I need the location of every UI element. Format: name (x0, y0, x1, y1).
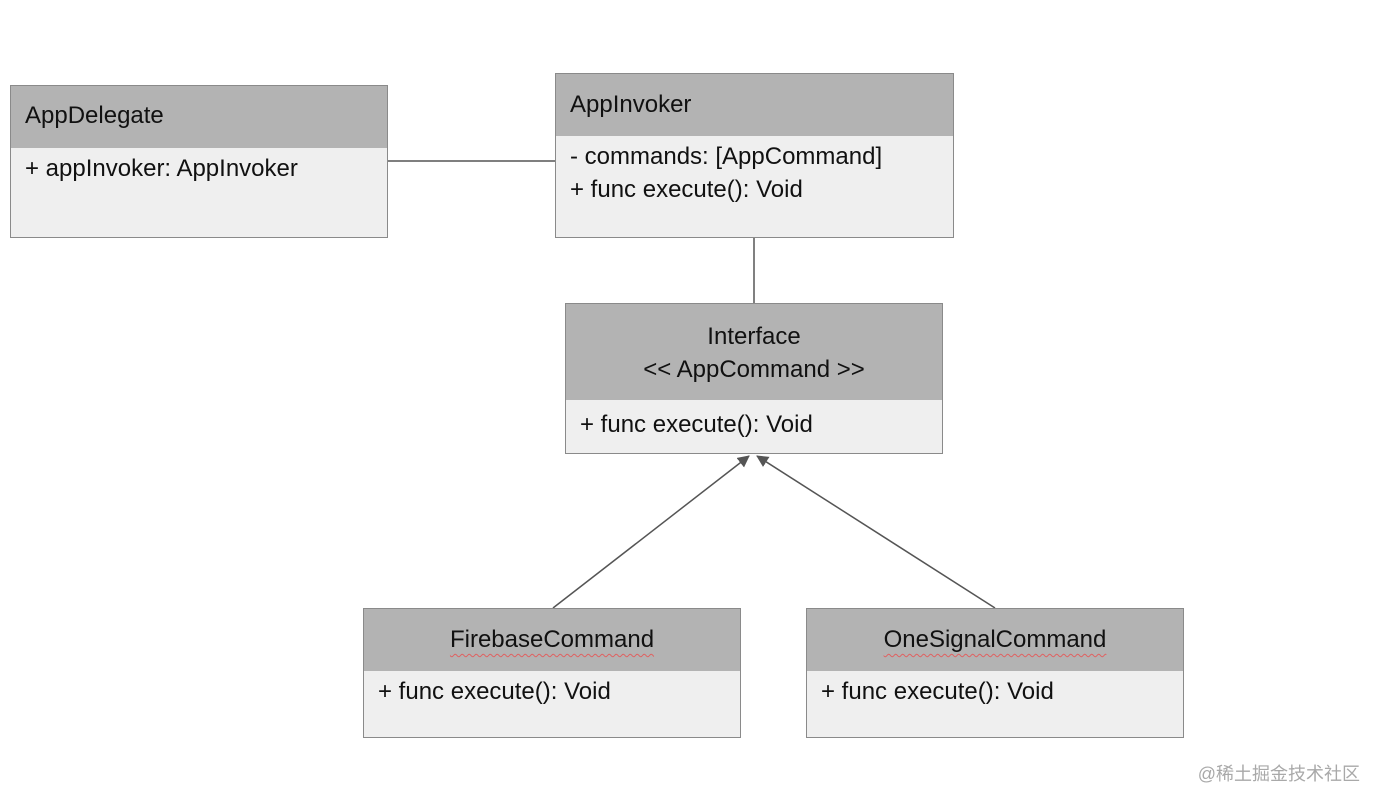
interface-members: + func execute(): Void (566, 400, 942, 441)
interface-stereotype: Interface (707, 323, 801, 350)
class-members: + func execute(): Void (807, 671, 1183, 708)
class-name: AppDelegate (25, 102, 164, 129)
realization-firebase-arrow (552, 455, 750, 609)
class-header: AppInvoker (556, 74, 953, 136)
member-line: + func execute(): Void (570, 176, 803, 203)
class-name: OneSignalCommand (883, 626, 1107, 653)
class-header: FirebaseCommand (364, 609, 740, 671)
member-line: + func execute(): Void (821, 678, 1054, 705)
realization-onesignal-arrow (756, 455, 996, 609)
watermark-text: @稀土掘金技术社区 (1197, 764, 1360, 784)
class-members: + appInvoker: AppInvoker (11, 148, 387, 185)
class-app-invoker: AppInvoker - commands: [AppCommand] + fu… (555, 73, 954, 238)
interface-name: << AppCommand >> (643, 356, 865, 383)
class-onesignal-command: OneSignalCommand + func execute(): Void (806, 608, 1184, 738)
interface-header: Interface << AppCommand >> (566, 304, 942, 400)
class-header: AppDelegate (11, 86, 387, 148)
member-line: + func execute(): Void (580, 411, 813, 438)
class-app-delegate: AppDelegate + appInvoker: AppInvoker (10, 85, 388, 238)
member-line: - commands: [AppCommand] (570, 143, 883, 170)
member-line: + appInvoker: AppInvoker (25, 155, 298, 182)
class-members: - commands: [AppCommand] + func execute(… (556, 136, 953, 206)
class-header: OneSignalCommand (807, 609, 1183, 671)
class-members: + func execute(): Void (364, 671, 740, 708)
class-name: FirebaseCommand (449, 626, 655, 653)
class-name: AppInvoker (570, 91, 692, 118)
interface-app-command: Interface << AppCommand >> + func execut… (565, 303, 943, 454)
member-line: + func execute(): Void (378, 678, 611, 705)
class-firebase-command: FirebaseCommand + func execute(): Void (363, 608, 741, 738)
